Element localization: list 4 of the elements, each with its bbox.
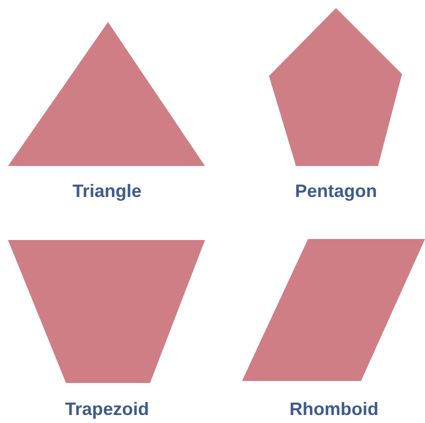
shape-label: Rhomboid — [290, 399, 378, 420]
shape-label: Trapezoid — [65, 399, 149, 420]
shape-label: Pentagon — [295, 181, 377, 202]
shape-label: Triangle — [72, 181, 142, 202]
